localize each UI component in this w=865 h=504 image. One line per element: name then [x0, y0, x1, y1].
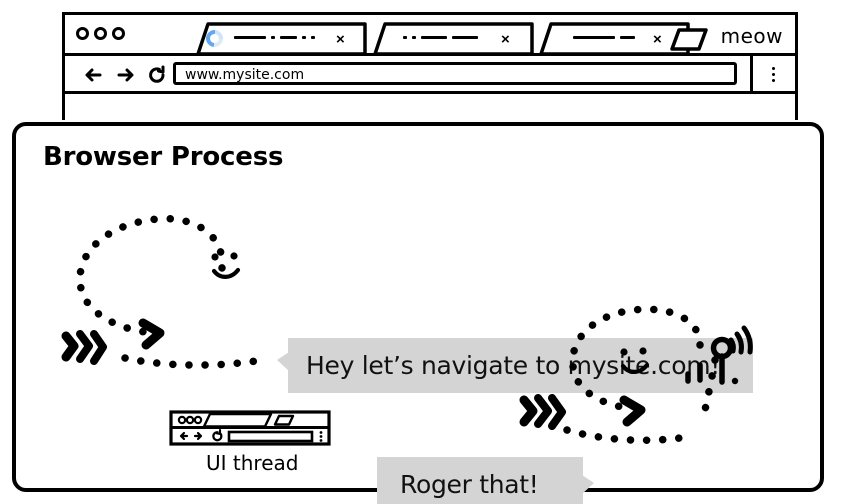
browser-tab-3[interactable]: × — [527, 21, 692, 56]
brand-label: meow — [720, 24, 783, 48]
browser-process-panel: Browser Process UI thread — [12, 122, 824, 504]
ui-thread-label: UI thread — [206, 451, 299, 475]
browser-tab-1[interactable]: × — [184, 21, 369, 56]
tab-strip: × × — [65, 15, 795, 56]
network-thread-speech-text: Roger that! — [400, 470, 539, 499]
kebab-dot-3-icon — [772, 79, 775, 82]
new-tab-button[interactable] — [669, 27, 708, 51]
close-dot-icon[interactable] — [76, 27, 89, 40]
tab-loading-spinner-icon — [202, 26, 227, 51]
forward-button[interactable] — [116, 65, 136, 85]
tab-1-close-icon[interactable]: × — [336, 31, 345, 48]
browser-window-icon-shape — [169, 410, 331, 446]
reload-button[interactable] — [147, 65, 167, 85]
tab-3-title-placeholder — [573, 36, 635, 39]
page-title: Browser Process — [43, 142, 284, 172]
maximize-dot-icon[interactable] — [112, 27, 125, 40]
window-controls[interactable] — [76, 27, 125, 40]
browser-tab-2[interactable]: × — [361, 21, 536, 56]
browser-window: × × — [62, 12, 798, 120]
forward-arrow-icon — [117, 68, 134, 82]
network-bubble-tail-icon — [582, 475, 594, 494]
kebab-dot-2-icon — [772, 73, 775, 76]
browser-menu-button[interactable] — [772, 67, 775, 82]
tab-2-title-placeholder — [403, 36, 478, 39]
ui-thread-speech-text: Hey let’s navigate to mysite.com! — [306, 351, 721, 380]
ui-thread-speech-bubble: Hey let’s navigate to mysite.com! — [277, 338, 753, 393]
tab-3-close-icon[interactable]: × — [653, 31, 662, 48]
address-bar[interactable]: www.mysite.com — [173, 62, 737, 85]
new-tab-shape-icon — [670, 28, 708, 51]
tab-1-shape — [196, 22, 367, 56]
tab-2-shape — [373, 22, 534, 56]
browser-window-icon — [169, 410, 331, 446]
nav-bar-divider — [750, 56, 753, 91]
minimize-dot-icon[interactable] — [94, 27, 107, 40]
ui-bubble-tail-icon — [277, 352, 289, 371]
tab-2-close-icon[interactable]: × — [501, 31, 510, 48]
tab-1-title-placeholder — [234, 36, 315, 39]
browser-nav-bar: www.mysite.com — [65, 56, 795, 94]
kebab-dot-1-icon — [772, 67, 775, 70]
tab-3-shape — [539, 22, 690, 56]
back-arrow-icon — [85, 68, 102, 82]
back-button[interactable] — [83, 65, 103, 85]
network-thread-speech-bubble: Roger that! — [377, 457, 594, 504]
reload-icon — [149, 65, 165, 83]
address-bar-value: www.mysite.com — [185, 67, 305, 83]
